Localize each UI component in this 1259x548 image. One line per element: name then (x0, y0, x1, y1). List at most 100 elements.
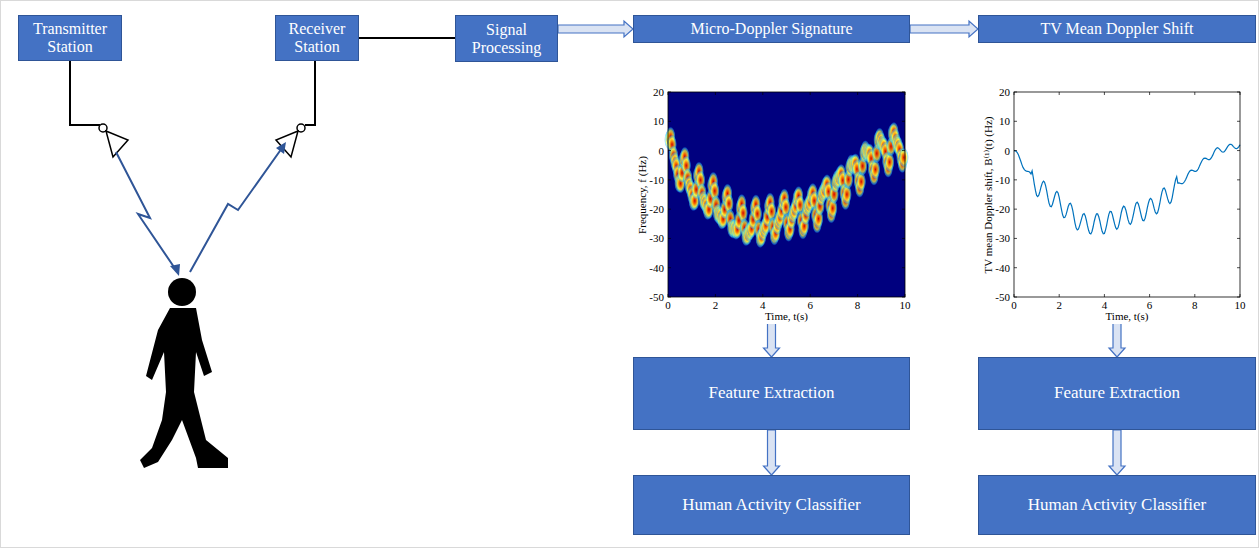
tick (857, 92, 858, 95)
tick (1014, 294, 1015, 297)
tick-label: 10 (999, 116, 1010, 127)
tick-label: 20 (999, 87, 1010, 98)
process-box: Receiver Station (275, 15, 359, 61)
box-label: TV Mean Doppler Shift (1036, 18, 1197, 40)
tick-label: 6 (1147, 300, 1153, 311)
tick (905, 92, 906, 95)
tick (810, 294, 811, 297)
tick (1014, 92, 1015, 95)
axis-ticks (668, 92, 1240, 297)
process-box: Micro-Doppler Signature (633, 15, 910, 43)
tick (668, 294, 669, 297)
tick (1014, 150, 1017, 151)
axes-box (668, 92, 905, 297)
process-box: Feature Extraction (633, 357, 910, 430)
process-box: Transmitter Station (18, 15, 122, 61)
tick-label: 8 (855, 300, 861, 311)
tick (1014, 209, 1017, 210)
box-label: Human Activity Classifier (1024, 494, 1210, 517)
tick (902, 238, 905, 239)
human-body (140, 308, 228, 468)
tick (902, 297, 905, 298)
process-box: Feature Extraction (978, 357, 1256, 430)
tick-label: 0 (1011, 300, 1017, 311)
tick-label: -50 (995, 292, 1010, 303)
tick (668, 267, 671, 268)
tick (668, 238, 671, 239)
box-label: Receiver Station (276, 18, 358, 57)
human-head (168, 278, 196, 306)
tick (668, 92, 669, 95)
tick (1149, 92, 1150, 95)
chart-ground (978, 42, 1256, 324)
tick-label: 10 (900, 300, 911, 311)
tick (762, 294, 763, 297)
antenna-feed (305, 58, 315, 125)
tick-label: 6 (807, 300, 813, 311)
signal-ray (190, 148, 282, 272)
tick (1014, 121, 1017, 122)
tick-label: -10 (995, 174, 1010, 185)
process-box: TV Mean Doppler Shift (978, 15, 1256, 43)
signal-ray (116, 152, 176, 270)
tick (905, 294, 906, 297)
tick (668, 121, 671, 122)
tick (1237, 121, 1240, 122)
tick (1240, 294, 1241, 297)
tick-label: -30 (995, 233, 1010, 244)
box-label: Feature Extraction (1050, 382, 1184, 405)
process-box: Human Activity Classifier (633, 475, 910, 535)
block-arrow (558, 21, 633, 37)
chart-ground (633, 42, 910, 324)
tv-curve (1014, 144, 1240, 234)
tick (1237, 92, 1240, 93)
tick (902, 209, 905, 210)
tick-label: 2 (1056, 300, 1062, 311)
axis-title: Frequency, f (Hz) (637, 156, 648, 234)
block-arrow (1109, 430, 1125, 475)
tick (1237, 179, 1240, 180)
tick (715, 92, 716, 95)
tick-label: 20 (653, 87, 664, 98)
tick-label: 10 (653, 116, 664, 127)
tick (1014, 179, 1017, 180)
tick-label: 10 (1235, 300, 1246, 311)
tick-label: 8 (1192, 300, 1198, 311)
tick (810, 92, 811, 95)
block-arrow (764, 430, 780, 475)
arrowhead (170, 264, 180, 276)
tick-label: -40 (649, 262, 664, 273)
tick-label: -20 (995, 204, 1010, 215)
tick-label: -30 (649, 233, 664, 244)
tick-label: 4 (1102, 300, 1108, 311)
tick (1014, 297, 1017, 298)
axis-title: Time, t(s) (765, 311, 808, 322)
box-label: Signal Processing (456, 19, 557, 58)
tick (902, 179, 905, 180)
tick-label: -20 (649, 204, 664, 215)
tick (1240, 92, 1241, 95)
tick (668, 297, 671, 298)
tick (1194, 294, 1195, 297)
tick (1104, 92, 1105, 95)
tick (1237, 209, 1240, 210)
process-box: Signal Processing (455, 15, 558, 62)
tick (762, 92, 763, 95)
box-label: Transmitter Station (19, 18, 121, 57)
tick (1014, 238, 1017, 239)
box-label: Human Activity Classifier (678, 494, 864, 517)
spectrogram-ground (668, 92, 905, 297)
box-label: Micro-Doppler Signature (686, 18, 856, 40)
tick (902, 267, 905, 268)
box-label: Feature Extraction (704, 382, 838, 405)
block-arrow (910, 21, 978, 37)
axes-box (1014, 92, 1240, 297)
tick (1237, 238, 1240, 239)
tick (1014, 92, 1017, 93)
tick (1194, 92, 1195, 95)
tick-label: -40 (995, 262, 1010, 273)
tick (715, 294, 716, 297)
tick (1237, 267, 1240, 268)
